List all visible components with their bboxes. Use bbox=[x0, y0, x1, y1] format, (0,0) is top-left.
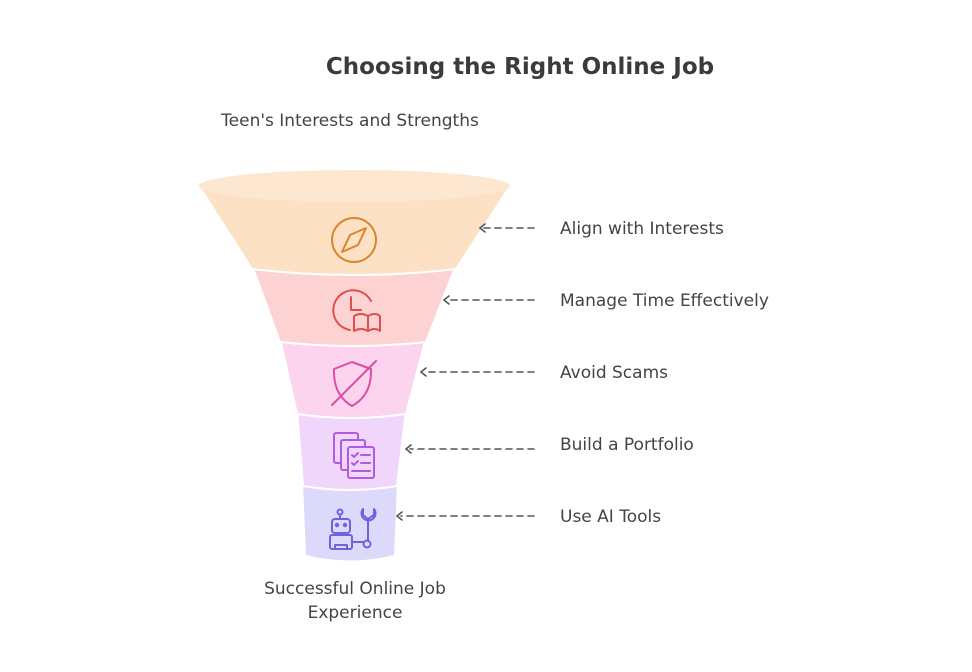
clock-book-icon bbox=[332, 289, 381, 332]
robot-wrench-icon bbox=[329, 508, 377, 550]
funnel-stage-2 bbox=[250, 264, 458, 347]
arrow-stage-3 bbox=[419, 367, 535, 377]
funnel-stage-3 bbox=[278, 337, 428, 419]
diagram-title: Choosing the Right Online Job bbox=[325, 54, 715, 80]
funnel-output-label: Successful Online Job Experience bbox=[264, 579, 446, 623]
compass-icon bbox=[331, 217, 377, 263]
stage-label-build-portfolio: Build a Portfolio bbox=[560, 435, 694, 455]
stage-label-manage-time: Manage Time Effectively bbox=[560, 291, 769, 311]
arrow-stage-4 bbox=[404, 444, 535, 454]
arrow-stage-5 bbox=[395, 511, 535, 521]
documents-checklist-icon bbox=[333, 432, 375, 479]
funnel-rim bbox=[199, 170, 510, 202]
arrow-stage-1 bbox=[478, 223, 535, 233]
funnel-input-label: Teen's Interests and Strengths bbox=[221, 111, 479, 131]
stage-label-align-interests: Align with Interests bbox=[560, 219, 724, 239]
stage-label-avoid-scams: Avoid Scams bbox=[560, 363, 668, 383]
arrow-stage-2 bbox=[442, 295, 535, 305]
stage-label-use-ai-tools: Use AI Tools bbox=[560, 507, 662, 527]
shield-off-icon bbox=[331, 360, 377, 407]
